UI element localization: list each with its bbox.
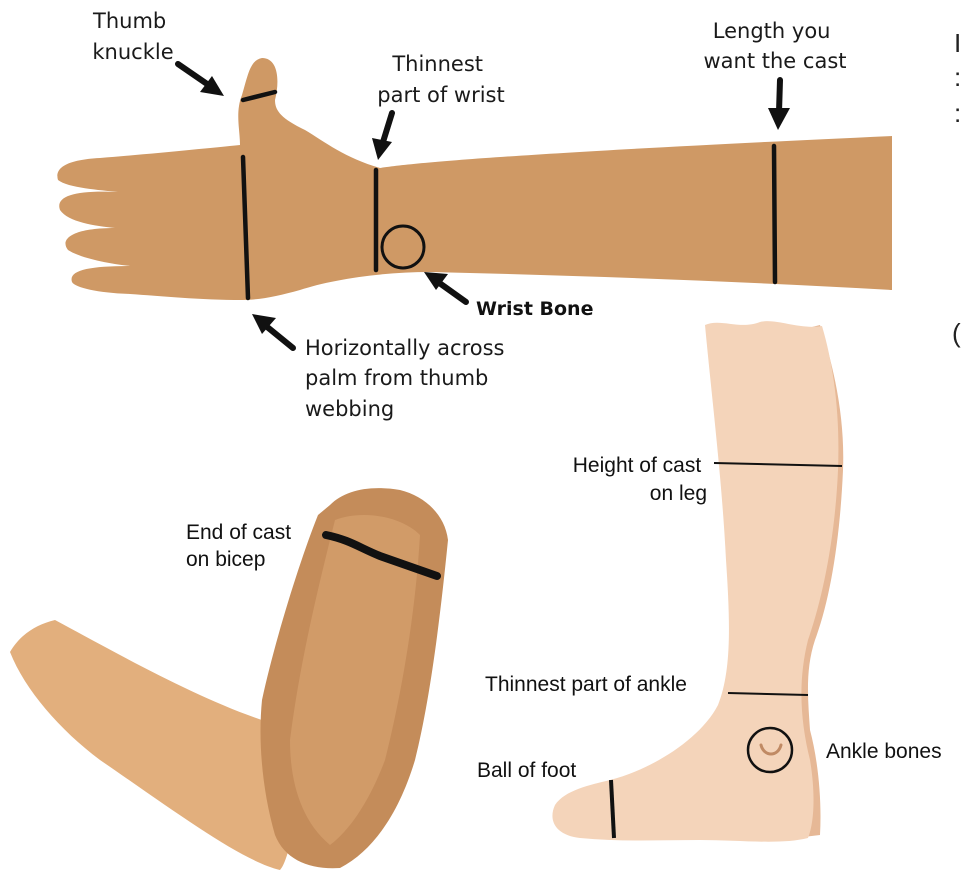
ankle-bones-label: Ankle bones: [826, 740, 942, 763]
cropped-edge-text: I : : (: [952, 28, 961, 348]
edge-fragment-1: I: [954, 28, 961, 58]
leg-illustration: Height of cast on leg Thinnest part of a…: [477, 321, 942, 842]
edge-fragment-2: :: [954, 62, 961, 92]
edge-fragment-4: (: [952, 318, 961, 348]
thinnest-wrist-label: Thinnest part of wrist: [377, 52, 504, 107]
arrow-wrist-bone: [424, 272, 466, 302]
elbow-illustration: End of cast on bicep: [10, 488, 448, 870]
height-of-cast-label: Height of cast on leg: [573, 454, 707, 505]
lower-arm-shape: [10, 620, 305, 870]
wrist-bone-label: Wrist Bone: [476, 298, 593, 320]
cast-length-line: [774, 146, 775, 282]
ball-of-foot-label: Ball of foot: [477, 759, 576, 782]
thinnest-ankle-label: Thinnest part of ankle: [485, 673, 687, 696]
arrow-thinnest-wrist: [372, 113, 392, 160]
edge-fragment-3: :: [954, 98, 961, 128]
arrow-palm: [252, 314, 293, 348]
leg-shape: [552, 321, 838, 842]
arrow-cast-length: [768, 80, 790, 130]
palm-label: Horizontally across palm from thumb webb…: [305, 336, 511, 421]
thumb-knuckle-label: Thumb knuckle: [92, 9, 174, 64]
end-of-cast-label: End of cast on bicep: [186, 521, 297, 571]
arrow-thumb-knuckle: [178, 64, 224, 96]
cast-length-label: Length you want the cast: [704, 19, 847, 73]
